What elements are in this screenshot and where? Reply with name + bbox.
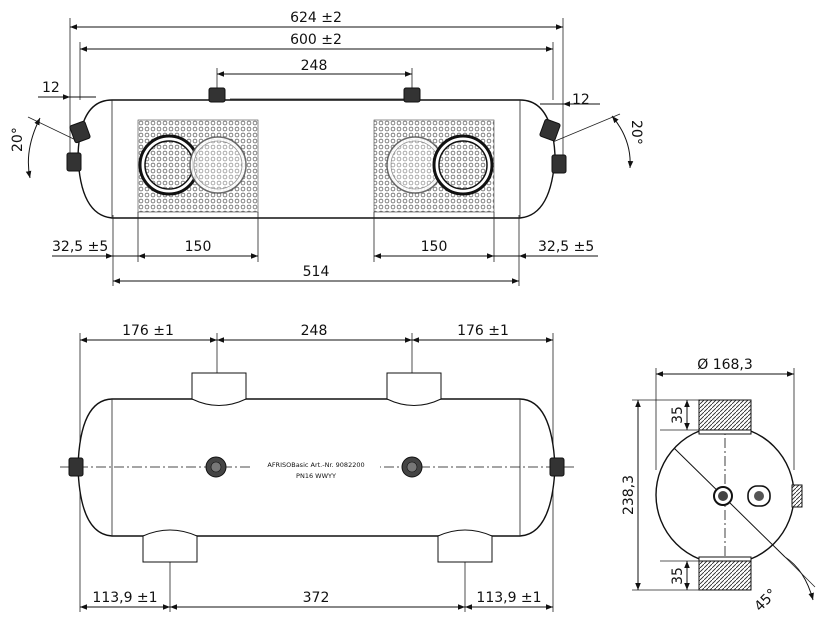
side-port-left-upper — [69, 120, 91, 144]
dim-right-element-width: 150 — [421, 239, 448, 255]
dim-bottom-right-offset: 113,9 ±1 — [476, 590, 541, 606]
dim-right-port-offset: 12 — [572, 92, 590, 108]
end-view: Ø 168,3 238,3 35 35 45° — [621, 357, 816, 615]
label-line-2: PN16 WWYY — [296, 472, 336, 480]
dim-top-port-height: 35 — [670, 406, 686, 424]
dim-bottom-port-spacing: 372 — [303, 590, 330, 606]
side-port-right-upper — [539, 118, 561, 142]
dim-right-edge-offset: 32,5 ±5 — [538, 239, 594, 255]
dim-bottom-left-offset: 113,9 ±1 — [92, 590, 157, 606]
dim-body-length: 600 ±2 — [290, 32, 342, 48]
dim-left-edge-offset: 32,5 ±5 — [52, 239, 108, 255]
bottom-thread-nozzle — [698, 560, 752, 591]
side-thread-nozzle — [791, 484, 803, 508]
dim-top-port-spacing: 248 — [301, 58, 328, 74]
side-port-right-lower — [551, 154, 567, 174]
label-line-1: AFRISOBasic Art.-Nr. 9082200 — [267, 461, 364, 469]
dim-height: 238,3 — [621, 475, 637, 515]
dim-element-span: 514 — [303, 264, 330, 280]
side-port-left-lower — [66, 152, 82, 172]
side-view: 176 ±1 248 176 ±1 AFRISOBasic Art.-Nr. 9… — [60, 323, 575, 612]
dim-left-port-offset: 12 — [42, 80, 60, 96]
top-port-left — [208, 87, 226, 103]
dim-side-left-offset: 176 ±1 — [122, 323, 174, 339]
top-thread-nozzle — [698, 399, 752, 431]
dim-side-right-offset: 176 ±1 — [457, 323, 509, 339]
top-nozzle-left — [191, 372, 247, 406]
dim-right-angle: 20° — [628, 120, 644, 145]
end-plug-right — [549, 457, 565, 477]
top-port-right — [403, 87, 421, 103]
dim-left-angle: 20° — [10, 127, 26, 152]
dim-angle: 45° — [752, 586, 781, 615]
dim-left-element-width: 150 — [185, 239, 212, 255]
bottom-nozzle-left — [142, 529, 198, 563]
dim-bottom-port-height: 35 — [670, 567, 686, 585]
dim-overall-length: 624 ±2 — [290, 10, 342, 26]
top-view: 624 ±2 600 ±2 248 12 12 20° 20° — [10, 10, 644, 286]
dim-diameter: Ø 168,3 — [697, 357, 753, 373]
dim-side-top-port-spacing: 248 — [301, 323, 328, 339]
bottom-nozzle-right — [437, 529, 493, 563]
end-plug-left — [68, 457, 84, 477]
top-nozzle-right — [386, 372, 442, 406]
